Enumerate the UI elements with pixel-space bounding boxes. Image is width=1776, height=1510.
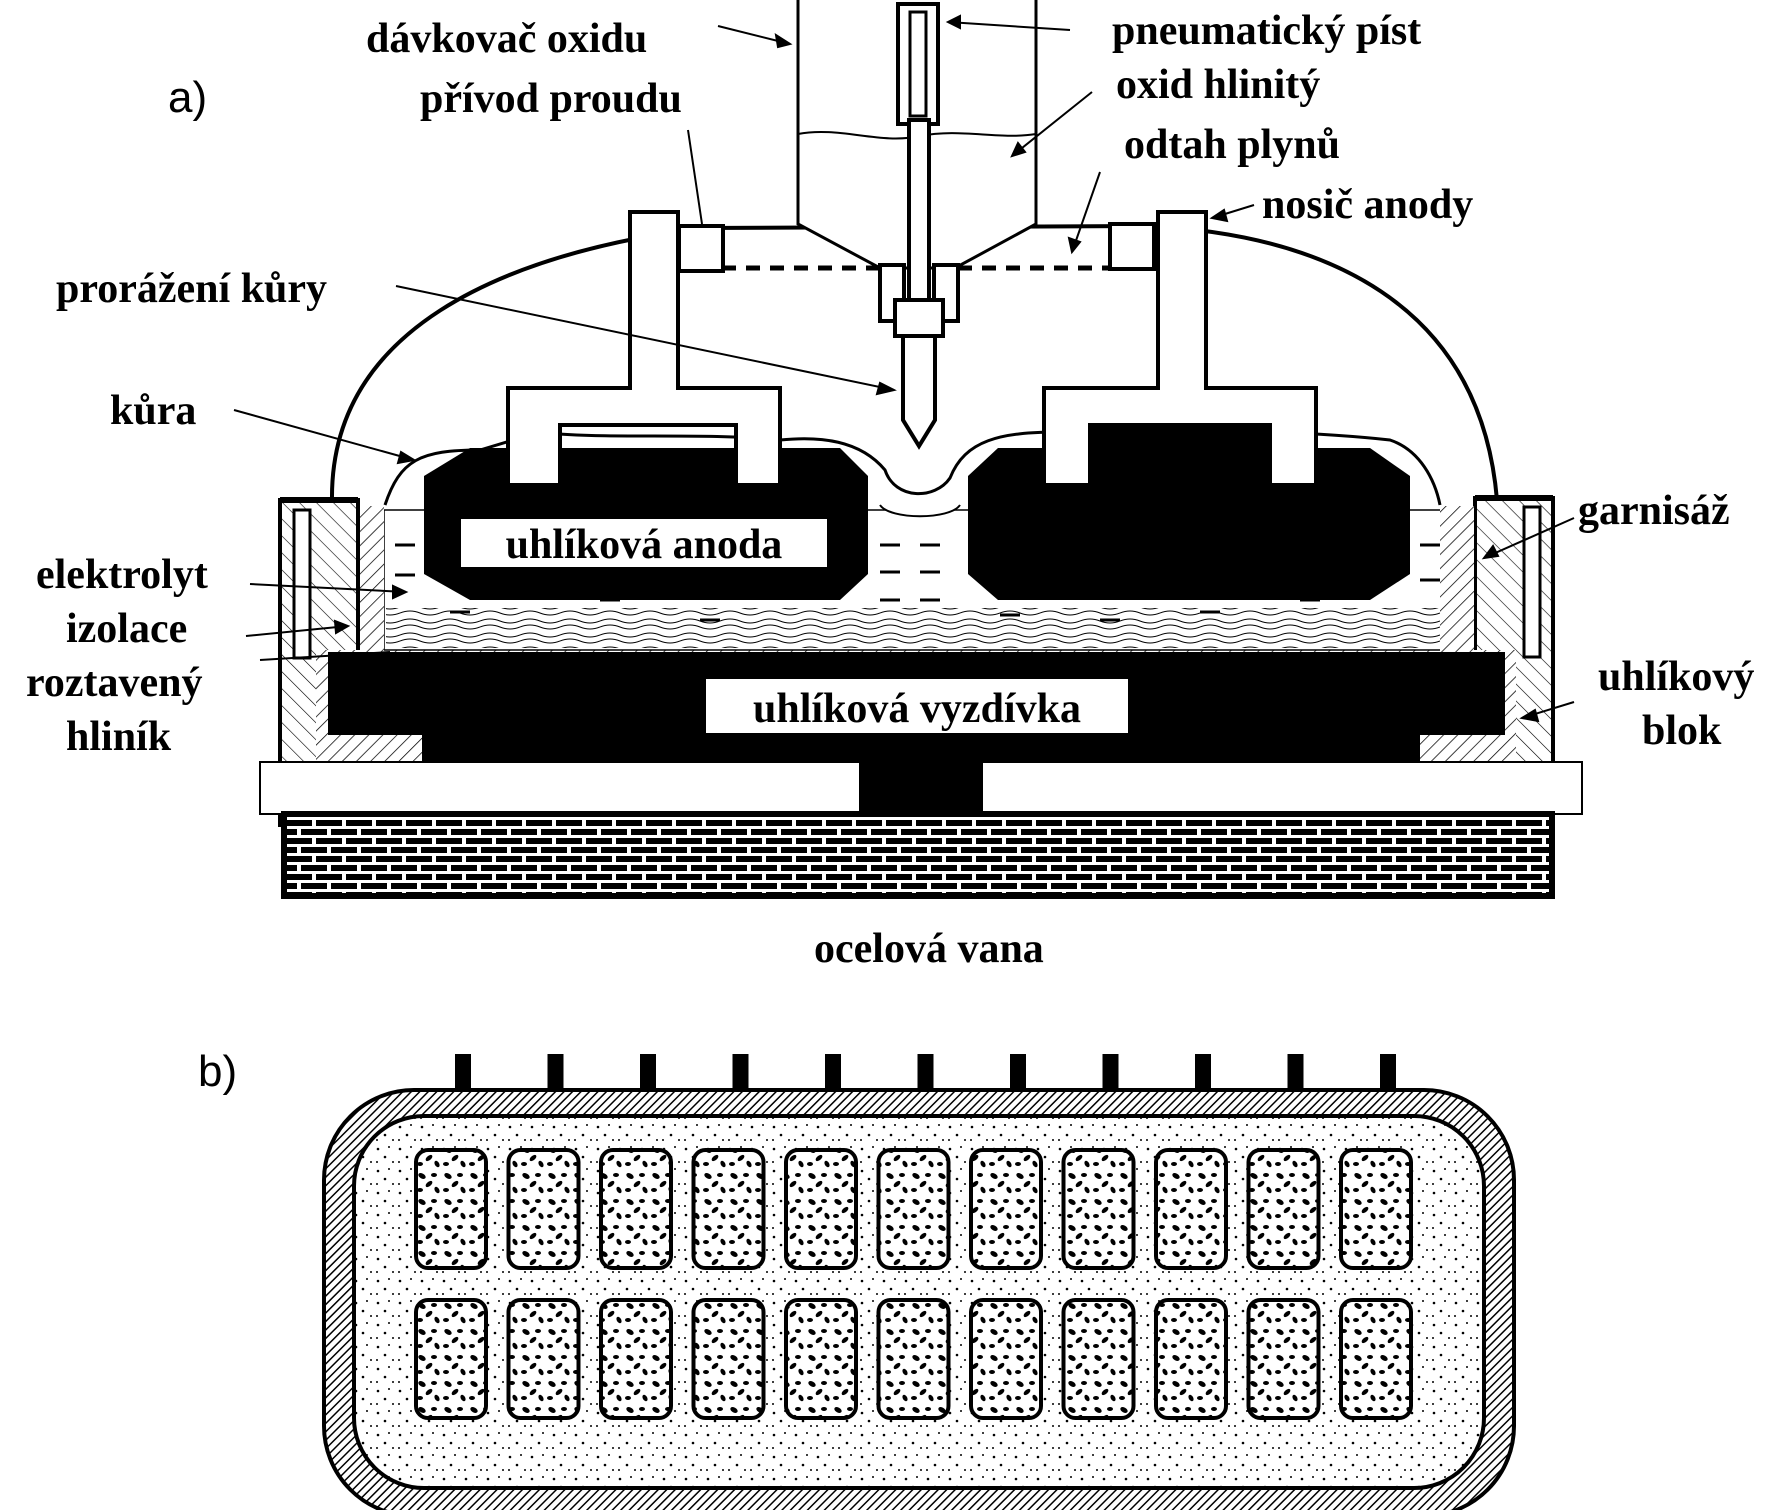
label-crust-breaker: prorážení kůry — [56, 266, 327, 312]
anode-block — [1339, 1298, 1413, 1420]
anode-block — [1061, 1148, 1136, 1270]
label-garnissage: garnisáž — [1578, 488, 1730, 534]
pneumatic-piston-cylinder — [896, 2, 940, 126]
anode-block — [969, 1298, 1043, 1420]
anode-block — [876, 1298, 951, 1420]
label-current-supply: přívod proudu — [420, 76, 682, 122]
anode-block — [691, 1298, 766, 1420]
label-molten-aluminium-1: roztavený — [26, 660, 203, 706]
anode-block — [1154, 1298, 1228, 1420]
anode-block — [1339, 1148, 1413, 1270]
label-crust: kůra — [110, 388, 196, 434]
bus-bar-left — [259, 761, 861, 815]
terminal — [640, 1054, 656, 1094]
anode-block — [1061, 1298, 1136, 1420]
carbon-anode-label: uhlíková anoda — [506, 522, 783, 568]
label-pneumatic-piston: pneumatický píst — [1112, 8, 1421, 54]
label-anode-holder: nosič anody — [1262, 182, 1473, 228]
label-carbon-block-2: blok — [1642, 708, 1722, 754]
label-carbon-block-1: uhlíkový — [1598, 654, 1754, 700]
anode-block — [1246, 1148, 1321, 1270]
terminal — [1380, 1054, 1396, 1094]
anode-block — [784, 1148, 858, 1270]
carbon-lining-label: uhlíková vyzdívka — [753, 686, 1081, 732]
terminal — [547, 1054, 564, 1094]
steel-tank-base — [281, 811, 1555, 899]
anode-block — [414, 1298, 488, 1420]
current-supply-box-left — [677, 224, 725, 273]
carbon-anode-right — [968, 448, 1410, 600]
label-steel-tank: ocelová vana — [814, 926, 1044, 972]
label-molten-aluminium-2: hliník — [66, 714, 172, 760]
label-oxide-feeder: dávkovač oxidu — [366, 16, 647, 62]
current-supply-box-right — [1108, 222, 1156, 271]
panel-a-label: a) — [168, 73, 207, 122]
anode-grid — [414, 1148, 1413, 1420]
anode-block — [506, 1298, 581, 1420]
panel-b-label: b) — [198, 1047, 237, 1096]
terminal — [1287, 1054, 1304, 1094]
anode-block — [969, 1148, 1043, 1270]
anode-block — [1154, 1148, 1228, 1270]
label-gas-exhaust: odtah plynů — [1124, 122, 1340, 168]
anode-block — [691, 1148, 766, 1270]
label-insulation: izolace — [66, 606, 187, 652]
leader-lines — [233, 14, 1575, 723]
terminal — [1010, 1054, 1026, 1094]
anode-block — [599, 1298, 673, 1420]
terminal — [1102, 1054, 1119, 1094]
terminals-top — [455, 1054, 1396, 1094]
terminal — [732, 1054, 749, 1094]
label-alumina: oxid hlinitý — [1116, 62, 1320, 108]
anode-block — [506, 1148, 581, 1270]
anode-block — [784, 1298, 858, 1420]
anode-block — [599, 1148, 673, 1270]
label-electrolyte: elektrolyt — [36, 552, 208, 598]
terminal — [917, 1054, 934, 1094]
terminal — [455, 1054, 471, 1094]
anode-block — [414, 1148, 488, 1270]
anode-block — [876, 1148, 951, 1270]
molten-aluminium-layer — [386, 608, 1458, 648]
terminal — [1195, 1054, 1211, 1094]
anode-holder-left — [506, 210, 782, 487]
bus-bar-right — [981, 761, 1583, 815]
terminal — [825, 1054, 841, 1094]
crust-breaker-chisel — [901, 334, 937, 450]
anode-block — [1246, 1298, 1321, 1420]
